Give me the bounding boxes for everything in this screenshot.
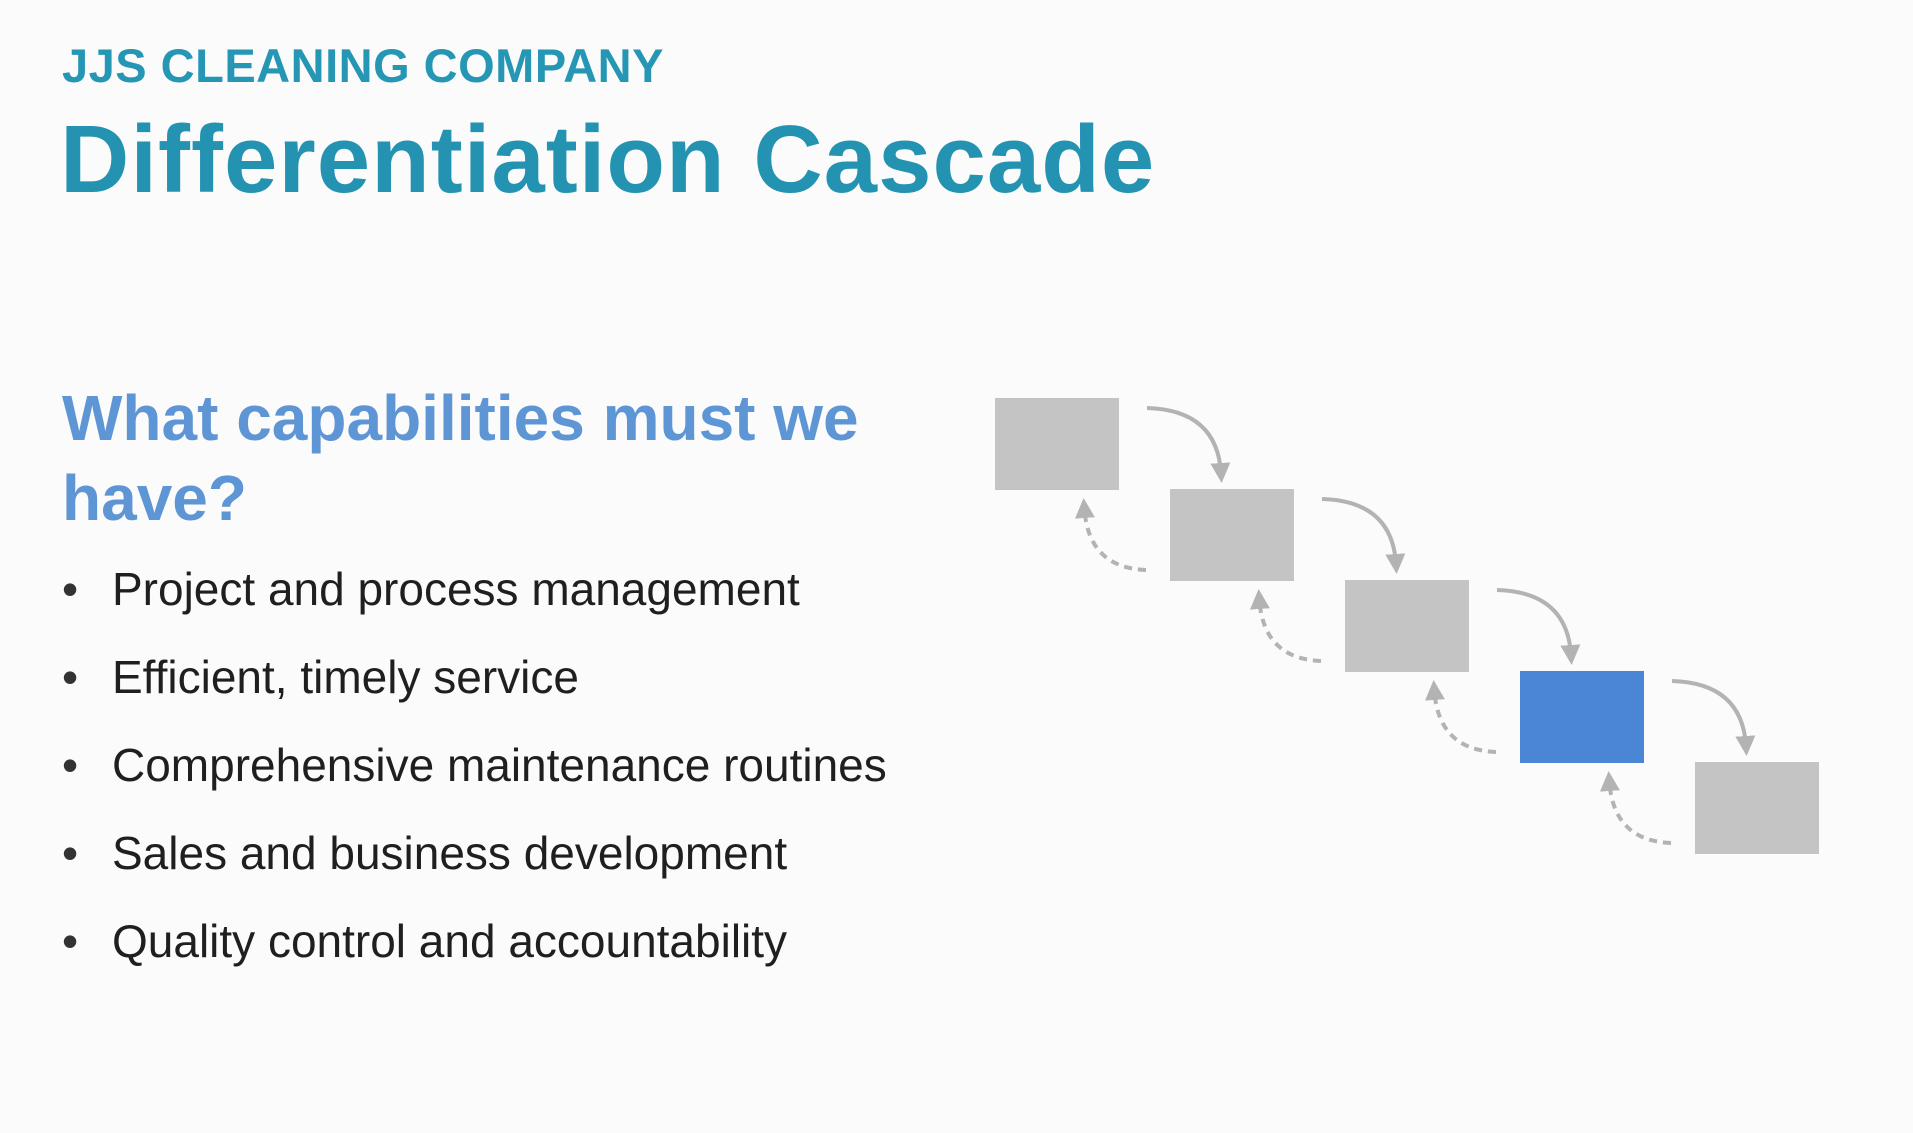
- slide-title: Differentiation Cascade: [60, 106, 1156, 213]
- cascade-step-highlighted: [1520, 671, 1644, 763]
- cascade-step: [995, 398, 1119, 490]
- forward-arrow: [1496, 588, 1581, 665]
- forward-arrow: [1321, 497, 1406, 574]
- list-item: Efficient, timely service: [62, 648, 922, 706]
- list-item: Project and process management: [62, 560, 922, 618]
- cascade-step: [1170, 489, 1294, 581]
- question-heading: What capabilities must we have?: [62, 382, 859, 534]
- capability-list: Project and process management Efficient…: [62, 560, 922, 1000]
- forward-arrow: [1146, 406, 1231, 483]
- feedback-arrow: [1599, 771, 1672, 845]
- feedback-arrow: [1424, 680, 1497, 754]
- list-item: Quality control and accountability: [62, 912, 922, 970]
- company-name: JJS CLEANING COMPANY: [62, 39, 664, 92]
- list-item: Comprehensive maintenance routines: [62, 736, 922, 794]
- cascade-step: [1345, 580, 1469, 672]
- cascade-step: [1695, 762, 1819, 854]
- feedback-arrow: [1249, 589, 1322, 663]
- feedback-arrow: [1074, 498, 1147, 572]
- list-item: Sales and business development: [62, 824, 922, 882]
- forward-arrow: [1671, 679, 1756, 756]
- cascade-diagram: [995, 398, 1819, 854]
